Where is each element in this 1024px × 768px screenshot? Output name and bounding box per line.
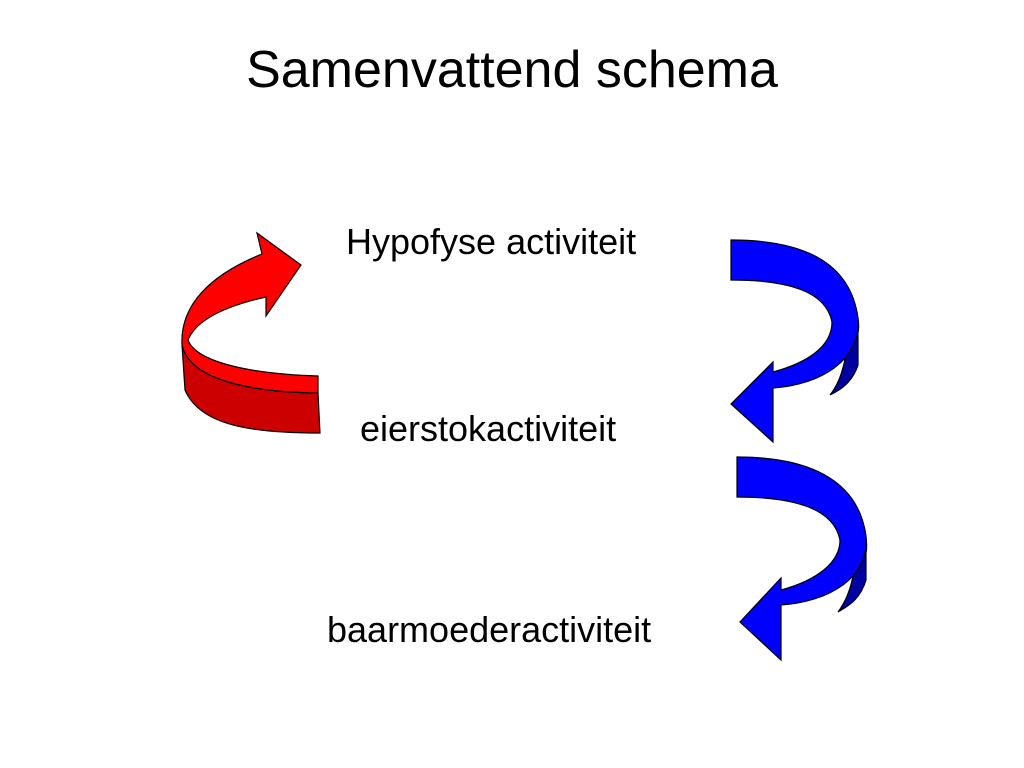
feedback-arrow-red-face (181, 231, 319, 394)
arrow-blue-1 (730, 239, 860, 444)
arrow-blue-1-face (730, 239, 859, 444)
arrow-blue-2 (736, 456, 868, 662)
node-baarmoederactiviteit: baarmoederactiviteit (327, 609, 652, 650)
slide-title: Samenvattend schema (246, 41, 778, 99)
feedback-arrow-red (181, 231, 321, 434)
arrow-blue-2-face (736, 456, 867, 662)
node-hypofyse-activiteit: Hypofyse activiteit (346, 221, 637, 262)
node-eierstokactiviteit: eierstokactiviteit (360, 408, 617, 449)
